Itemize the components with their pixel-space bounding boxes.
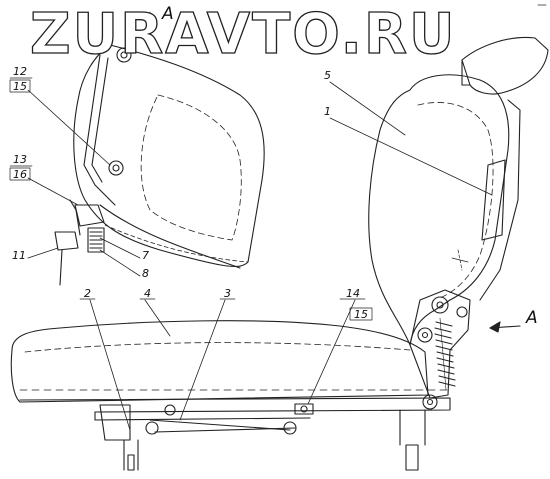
label-frames bbox=[10, 78, 372, 320]
view-label-top: A bbox=[162, 4, 174, 24]
leader-lines bbox=[28, 82, 492, 430]
part-label-5: 5 bbox=[324, 69, 331, 82]
part-label-14: 14 bbox=[346, 287, 360, 300]
seat-cushion bbox=[11, 321, 428, 402]
view-arrow-right bbox=[490, 322, 520, 332]
part-label-13: 13 bbox=[13, 153, 27, 166]
part-label-7: 7 bbox=[142, 249, 149, 262]
part-label-14-sub: 15 bbox=[354, 308, 368, 321]
seat-frame bbox=[20, 390, 450, 470]
view-label-right: A bbox=[526, 308, 538, 328]
watermark-text: ZURAVTO.RU bbox=[29, 1, 457, 67]
part-label-8: 8 bbox=[142, 267, 149, 280]
part-label-1: 1 bbox=[324, 105, 331, 118]
part-label-2: 2 bbox=[84, 287, 91, 300]
part-label-13-sub: 16 bbox=[13, 168, 27, 181]
part-label-12: 12 bbox=[13, 65, 27, 78]
part-label-4: 4 bbox=[144, 287, 151, 300]
backrest bbox=[369, 37, 548, 409]
part-label-11: 11 bbox=[12, 249, 26, 262]
part-label-12-sub: 15 bbox=[13, 80, 27, 93]
backrest-detail-view bbox=[55, 45, 264, 285]
part-label-3: 3 bbox=[224, 287, 231, 300]
